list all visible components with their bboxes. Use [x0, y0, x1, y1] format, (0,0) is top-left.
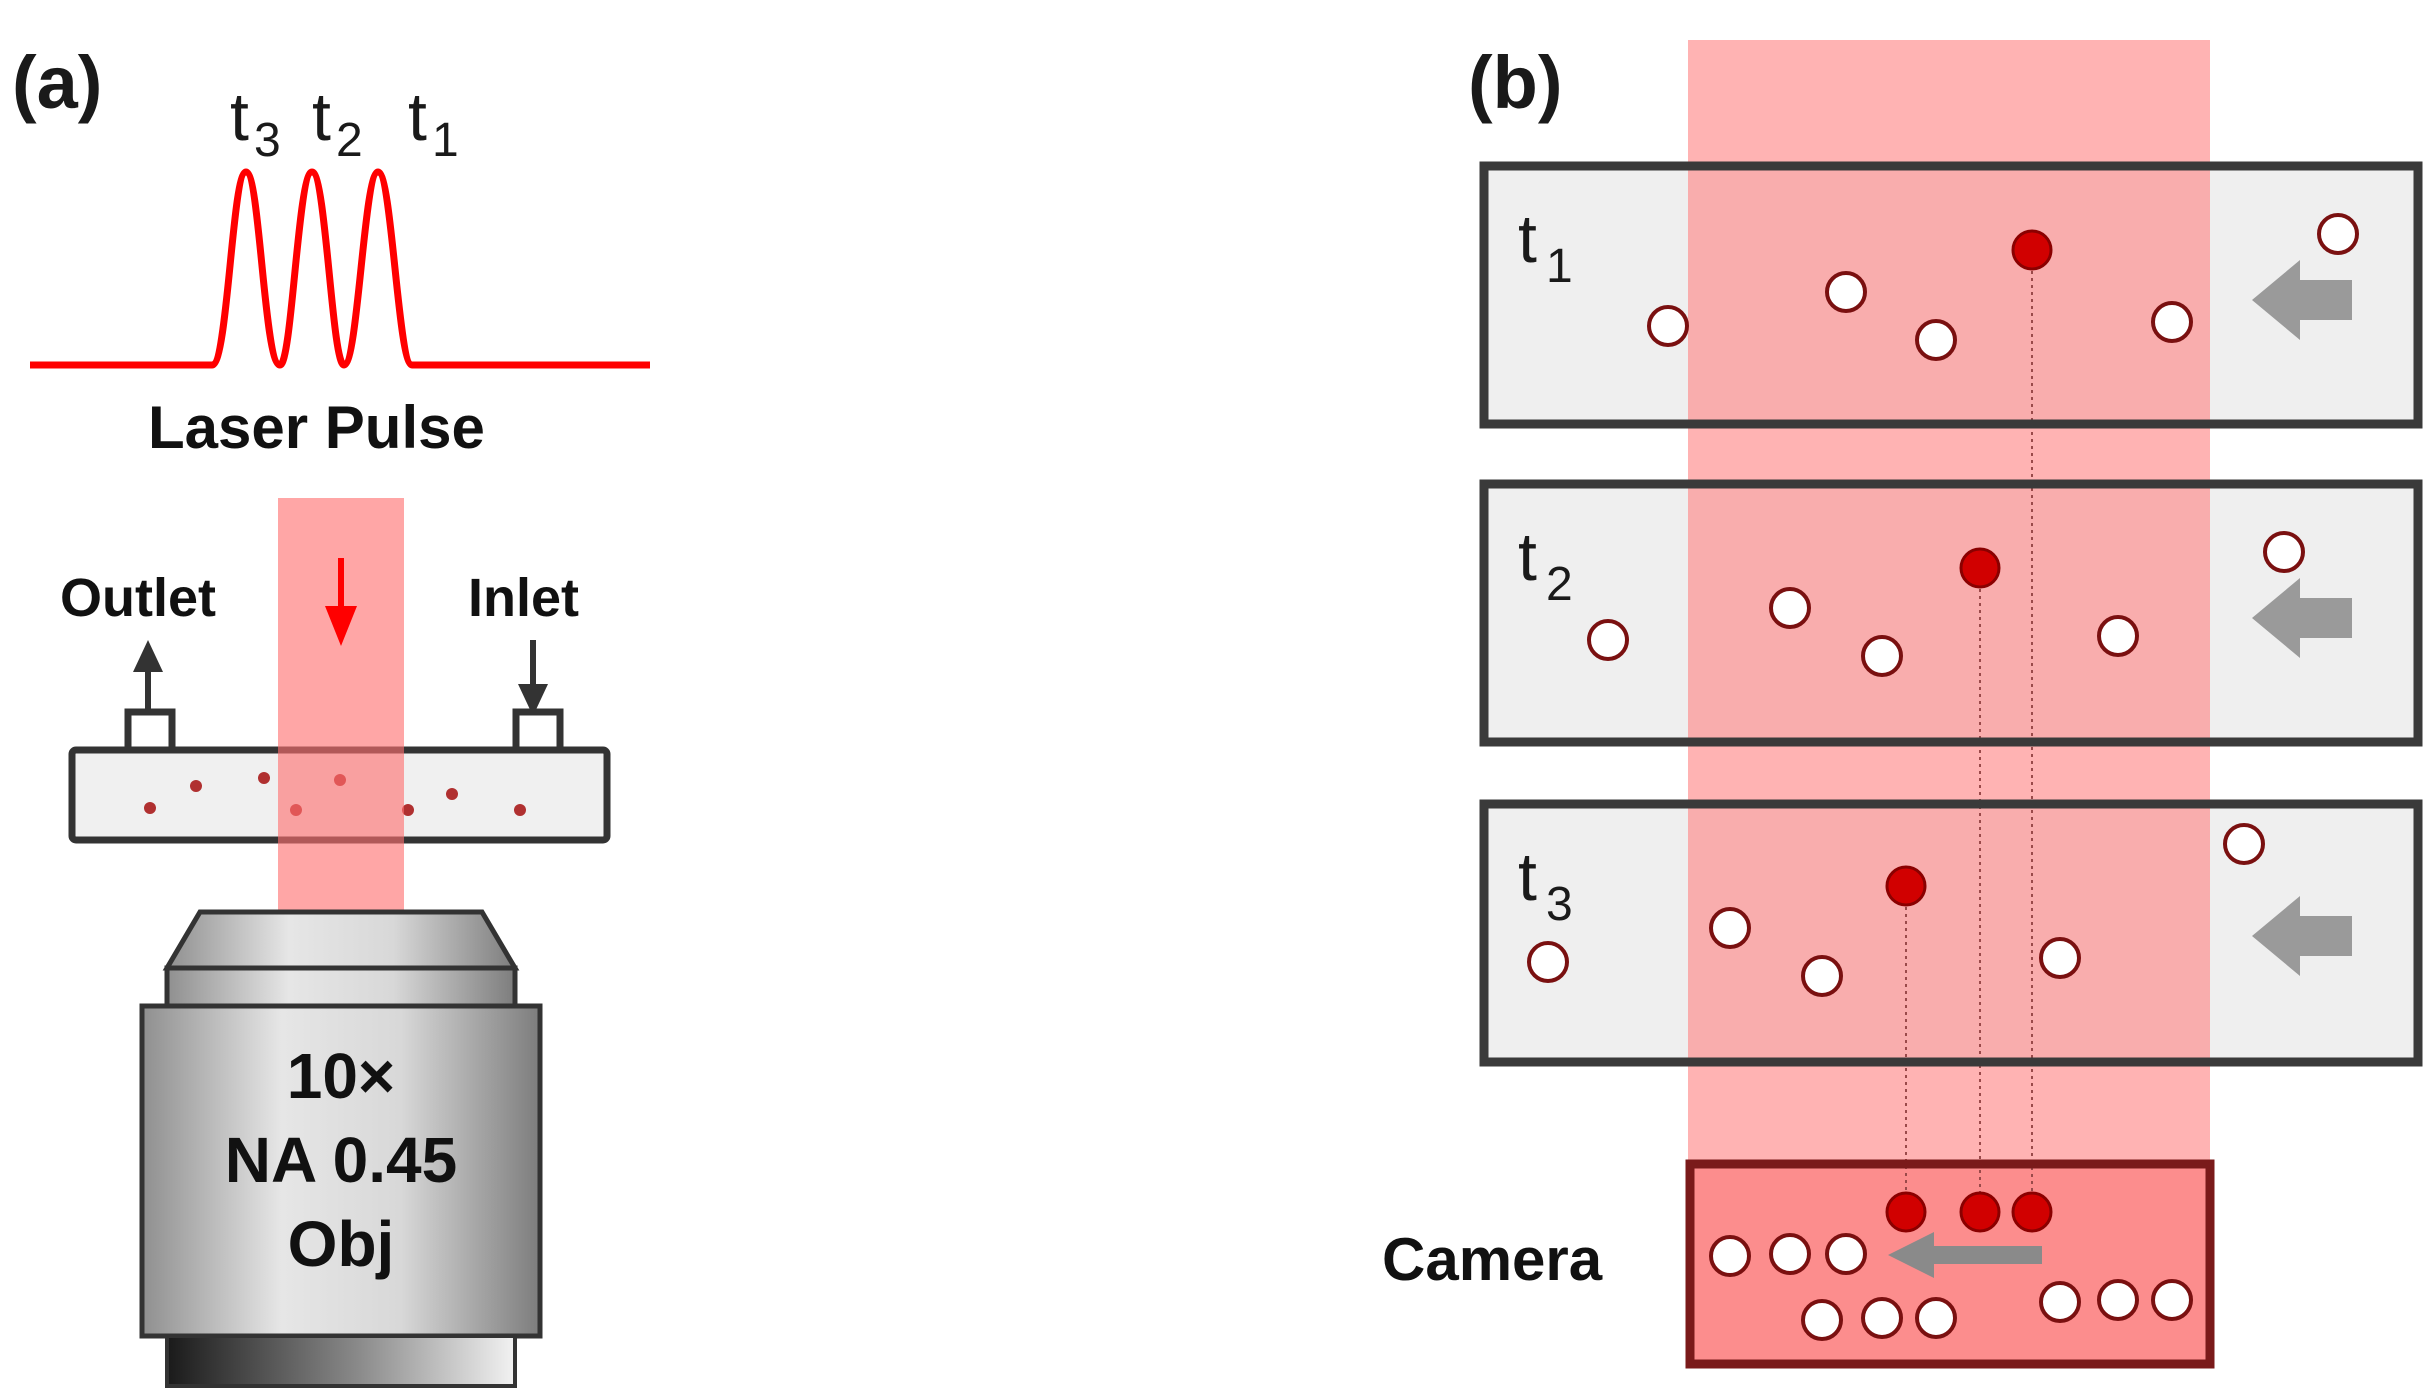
- svg-text:t: t: [408, 79, 427, 155]
- svg-text:t: t: [1518, 201, 1537, 277]
- camera-particle: [2151, 1279, 2193, 1321]
- camera-motion-arrow: [1888, 1232, 2042, 1278]
- flow-arrow-t1: [2252, 260, 2352, 340]
- frame-t3: [1479, 799, 2423, 1067]
- panel-b: (b) t 1 t 2 t 3: [1382, 40, 2423, 1369]
- channel-particle: [514, 804, 526, 816]
- flow-arrow-t2: [2252, 578, 2352, 658]
- tracked-particle-t3: [1885, 865, 1927, 907]
- objective-na: NA 0.45: [225, 1124, 457, 1196]
- particle: [1825, 271, 1867, 313]
- camera-particle: [1801, 1299, 1843, 1341]
- objective-name: Obj: [288, 1208, 395, 1280]
- outlet-label: Outlet: [60, 568, 216, 628]
- particle: [1527, 941, 1569, 983]
- channel-particle: [402, 804, 414, 816]
- camera-particle: [2097, 1279, 2139, 1321]
- particle: [1769, 587, 1811, 629]
- svg-text:2: 2: [336, 114, 363, 167]
- camera-particle: [1825, 1233, 1867, 1275]
- svg-text:3: 3: [254, 114, 281, 167]
- frame-label-t1: t 1: [1518, 201, 1573, 293]
- svg-text:t: t: [312, 79, 331, 155]
- svg-text:1: 1: [1546, 240, 1573, 293]
- frame-t1: [1479, 161, 2423, 429]
- pulse-label-t3: t 3: [230, 79, 281, 167]
- svg-text:t: t: [1518, 839, 1537, 915]
- laser-beam-b: [1688, 40, 2210, 1365]
- particle: [2151, 301, 2193, 343]
- frame-label-t2: t 2: [1518, 519, 1573, 611]
- particle: [2097, 615, 2139, 657]
- particle: [1861, 635, 1903, 677]
- svg-text:1: 1: [432, 114, 459, 167]
- svg-text:3: 3: [1546, 878, 1573, 931]
- objective-collar: [164, 965, 518, 1009]
- channel-particle: [446, 788, 458, 800]
- camera-particle: [2039, 1281, 2081, 1323]
- flow-arrow-t3: [2252, 896, 2352, 976]
- particle: [2263, 531, 2305, 573]
- camera-particle: [1861, 1297, 1903, 1339]
- inlet-label: Inlet: [468, 568, 579, 628]
- laser-pulse-waveform: [30, 168, 650, 369]
- tracked-particle-t1: [2011, 229, 2053, 271]
- trajectory-lines: [1905, 250, 2033, 1212]
- camera-tracked-particle: [1959, 1191, 2001, 1233]
- camera-particle: [1769, 1233, 1811, 1275]
- open-particles: [1527, 213, 2359, 1341]
- particle: [2223, 823, 2265, 865]
- objective-body: [139, 1003, 543, 1339]
- svg-text:t: t: [230, 79, 249, 155]
- objective-base: [165, 1334, 517, 1388]
- panel-a: (a) t 3 t 2 t 1 Laser Pulse Outlet Inlet: [12, 41, 650, 1388]
- frame-label-t3: t 3: [1518, 839, 1573, 931]
- camera-label: Camera: [1382, 1226, 1603, 1293]
- camera-particle: [1915, 1297, 1957, 1339]
- channel-particle: [144, 802, 156, 814]
- pulse-label-t2: t 2: [312, 79, 363, 167]
- laser-pulse-label: Laser Pulse: [148, 394, 485, 461]
- outlet-arrow: [133, 640, 163, 718]
- panel-b-label: (b): [1468, 41, 1563, 124]
- tracked-particles: [1885, 229, 2053, 1233]
- channel-particle: [258, 772, 270, 784]
- camera-tracked-particle: [1885, 1191, 1927, 1233]
- particle: [1587, 619, 1629, 661]
- laser-direction-arrow: [325, 558, 357, 646]
- particle: [1647, 305, 1689, 347]
- inlet-port: [512, 708, 564, 754]
- panel-a-label: (a): [12, 41, 102, 124]
- tracked-particle-t2: [1959, 547, 2001, 589]
- objective-top: [162, 909, 520, 971]
- objective-lens: 10× NA 0.45 Obj: [139, 909, 543, 1388]
- objective-magnification: 10×: [287, 1040, 396, 1112]
- channel-particle: [190, 780, 202, 792]
- camera-tracked-particle: [2011, 1191, 2053, 1233]
- camera-particle: [1709, 1235, 1751, 1277]
- svg-text:t: t: [1518, 519, 1537, 595]
- inlet-arrow: [518, 640, 548, 716]
- particle: [2317, 213, 2359, 255]
- particle: [1801, 955, 1843, 997]
- particle: [2039, 937, 2081, 979]
- particle: [1709, 907, 1751, 949]
- particle: [1915, 319, 1957, 361]
- frame-t2: [1479, 479, 2423, 747]
- camera-frame: [1685, 1159, 2215, 1369]
- svg-text:2: 2: [1546, 558, 1573, 611]
- outlet-port: [124, 708, 176, 754]
- pulse-label-t1: t 1: [408, 79, 459, 167]
